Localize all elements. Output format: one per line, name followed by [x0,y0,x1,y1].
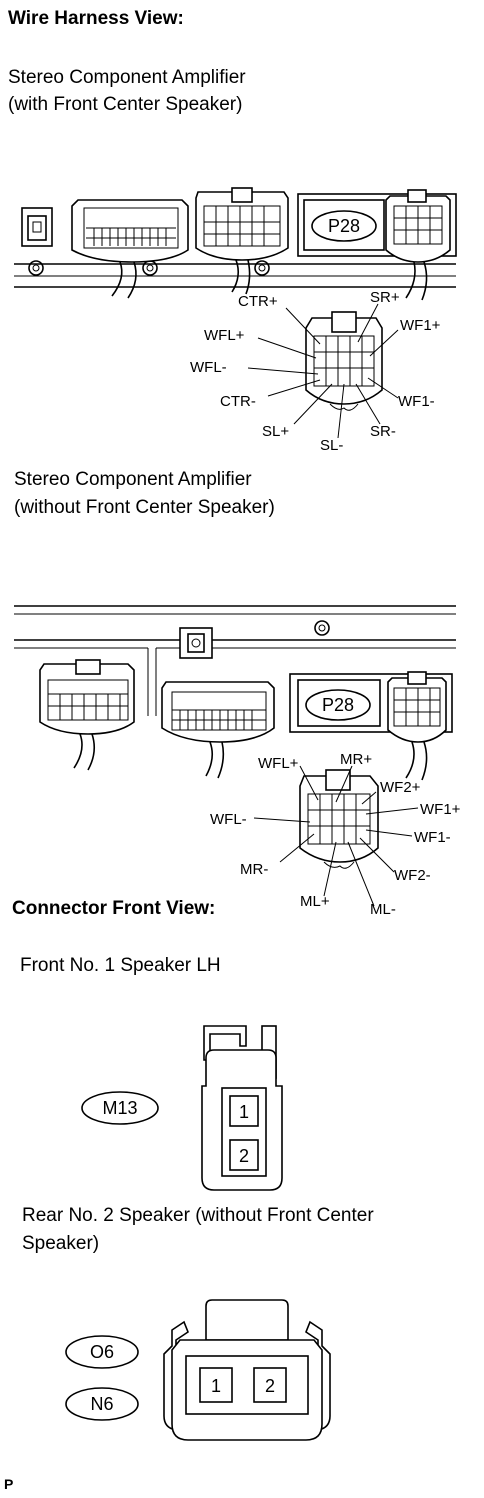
rear-speaker-pin-2: 2 [265,1376,275,1396]
amp-with-center-tag: P28 [328,216,360,236]
front-speaker-tag: M13 [102,1098,137,1118]
pin-ctr-minus: CTR- [220,393,256,410]
pin-sl-plus: SL+ [262,423,289,440]
pin-sr-minus: SR- [370,423,396,440]
amp-without-center-title-2: (without Front Center Speaker) [14,497,275,518]
pin-wf1-minus-2: WF1- [414,829,451,846]
connector-front-view-heading: Connector Front View: [12,898,216,919]
rear-speaker-connector-drawing: O6 N6 1 2 [65,1299,331,1441]
pin-wfl-minus: WFL- [190,359,227,376]
pin-wf1-minus: WF1- [398,393,435,410]
front-speaker-title: Front No. 1 Speaker LH [20,955,221,976]
pin-ml-minus: ML- [370,901,396,918]
front-speaker-pin-1: 1 [239,1102,249,1122]
amp-with-center-title-1: Stereo Component Amplifier [8,67,246,88]
amp-with-center-drawing: P28 [14,187,457,454]
rear-speaker-title-2: Speaker) [22,1233,100,1254]
amp-without-center-title-1: Stereo Component Amplifier [14,469,252,490]
pin-wfl-minus-2: WFL- [210,811,247,828]
pin-mr-minus: MR- [240,861,268,878]
pin-wf2-plus: WF2+ [380,779,421,796]
front-speaker-pin-2: 2 [239,1146,249,1166]
pin-mr-plus: MR+ [340,751,372,768]
pin-wfl-plus-2: WFL+ [258,755,299,772]
wire-harness-view-heading: Wire Harness View: [8,8,184,29]
amp-with-center-title-2: (with Front Center Speaker) [8,94,243,115]
pin-wf2-minus: WF2- [394,867,431,884]
pin-wfl-plus: WFL+ [204,327,245,344]
rear-speaker-title-1: Rear No. 2 Speaker (without Front Center [22,1205,374,1226]
pin-wf1-plus-2: WF1+ [420,801,461,818]
pin-ml-plus: ML+ [300,893,330,910]
pin-wf1-plus: WF1+ [400,317,441,334]
pin-sr-plus: SR+ [370,289,400,306]
front-speaker-connector-drawing: M13 1 2 [81,1025,283,1191]
pin-ctr-plus: CTR+ [238,293,278,310]
rear-speaker-pin-1: 1 [211,1376,221,1396]
pin-sl-minus: SL- [320,437,343,454]
amp-without-center-tag: P28 [322,695,354,715]
amp-without-center-drawing: P28 [14,605,461,918]
rear-speaker-tag-a: O6 [90,1342,114,1362]
footer-code: P [4,1476,14,1492]
rear-speaker-tag-b: N6 [90,1394,113,1414]
